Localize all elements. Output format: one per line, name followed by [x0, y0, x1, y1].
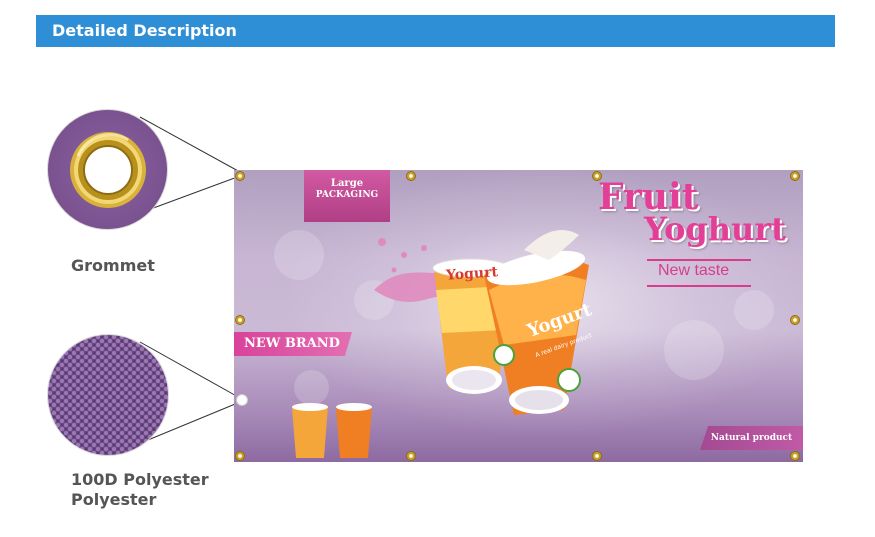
tagline-rule-top — [647, 259, 751, 261]
banner-grommet — [235, 315, 245, 325]
fabric-caption-line2: Polyester — [71, 490, 157, 509]
banner-grommet — [592, 171, 602, 181]
banner-grommet — [406, 171, 416, 181]
bokeh-circle — [664, 320, 724, 380]
banner-grommet — [592, 451, 602, 461]
banner-grommet — [790, 171, 800, 181]
small-cups-illustration — [292, 403, 372, 458]
large-packaging-ribbon: Large PACKAGING — [304, 170, 390, 222]
banner-grommet — [235, 451, 245, 461]
grommet-icon — [70, 132, 146, 208]
section-title: Detailed Description — [52, 21, 237, 40]
fabric-caption-line1: 100D Polyester — [71, 470, 209, 489]
grommet-zoom-image — [47, 109, 168, 230]
banner-grommet — [406, 451, 416, 461]
fabric-texture-icon — [48, 335, 168, 455]
bokeh-circle — [734, 290, 774, 330]
yogurt-cups-illustration — [374, 230, 589, 415]
headline-yoghurt: Yoghurt — [644, 210, 786, 248]
bokeh-circle — [294, 370, 329, 405]
banner-grommet — [790, 451, 800, 461]
new-brand-ribbon: NEW BRAND — [234, 332, 352, 356]
fabric-callout-anchor — [236, 394, 248, 406]
section-header-bar: Detailed Description — [36, 15, 835, 47]
bokeh-circle — [274, 230, 324, 280]
grommet-caption: Grommet — [71, 256, 155, 275]
banner-preview: Large PACKAGING NEW BRAND Fruit Yoghurt … — [234, 170, 803, 462]
ribbon-line1: Large — [330, 178, 364, 189]
ribbon-line2: PACKAGING — [315, 190, 379, 200]
fabric-zoom-image — [47, 334, 169, 456]
banner-grommet — [790, 315, 800, 325]
natural-product-ribbon: Natural product — [700, 426, 803, 450]
tagline-rule-bottom — [647, 285, 751, 287]
headline-fruit: Fruit — [598, 176, 699, 218]
banner-grommet — [235, 171, 245, 181]
tagline: New taste — [658, 262, 730, 279]
